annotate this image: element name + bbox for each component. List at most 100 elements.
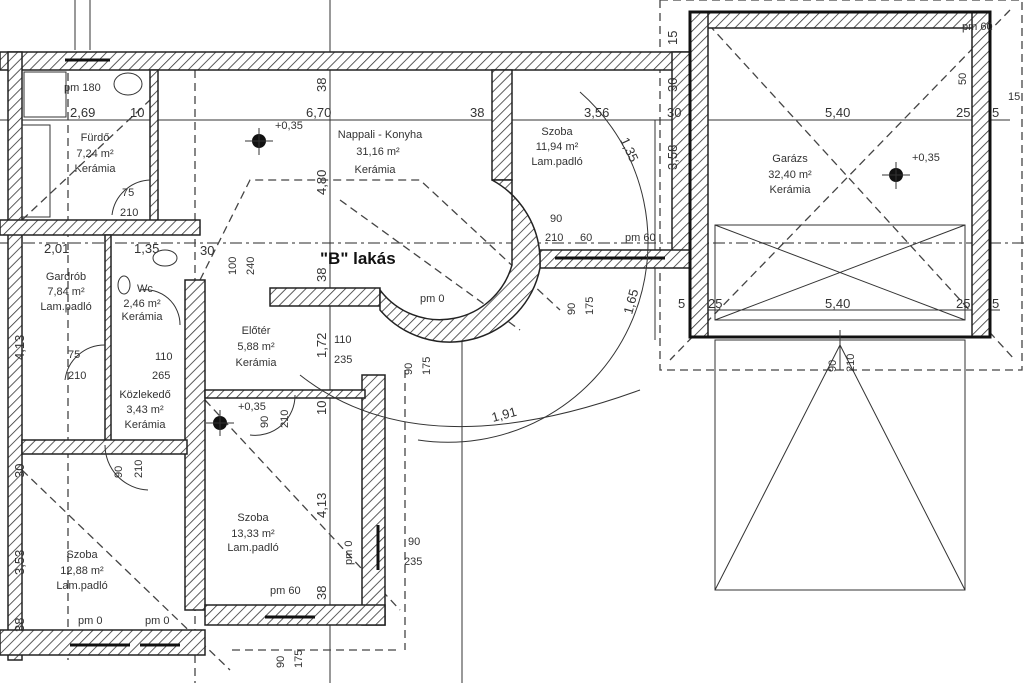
room-name: Wc: [137, 283, 153, 295]
opening-label: 235: [334, 354, 352, 366]
dimension-label: 3,56: [584, 105, 609, 120]
dimension-label: 3,58: [665, 145, 680, 170]
shower-icon: [23, 71, 67, 118]
dimension-label: 25: [956, 105, 970, 120]
sill-label: pm 0: [420, 293, 444, 305]
opening-label: 210: [120, 207, 138, 219]
sill-label: pm 0: [343, 541, 355, 565]
room-label-gardrob: Gardrób 7,84 m² Lam.padló: [40, 271, 91, 313]
room-label-kozlekedo: Közlekedő 3,43 m² Kerámia: [119, 389, 170, 431]
garage-outline: [659, 0, 1023, 371]
sill-label: pm 0: [145, 615, 169, 627]
room-label-szoba-3: Szoba 13,33 m² Lam.padló: [227, 512, 278, 554]
opening-labels: pm 180 75 210 100 240 110 235 75 210 110…: [64, 82, 857, 668]
dimension-label: 5: [992, 105, 999, 120]
dimensions-vertical: 4,80 38 38 3,58 30 4,13 3,53 4,13 1,72 1…: [12, 31, 1020, 632]
room-name: Szoba: [237, 512, 269, 524]
room-floor: Lam.padló: [56, 580, 107, 592]
sink-icon: [152, 249, 178, 267]
opening-label: 235: [404, 556, 422, 568]
room-area: 31,16 m²: [356, 146, 400, 158]
room-label-nappali: Nappali - Konyha 31,16 m² Kerámia: [338, 129, 423, 176]
room-area: 11,94 m²: [536, 141, 579, 153]
dimension-label: 38: [12, 618, 27, 632]
dimension-label: 5: [678, 296, 685, 311]
room-floor: Kerámia: [122, 311, 164, 323]
room-floor: Lam.padló: [531, 156, 582, 168]
dimension-label: 38: [470, 105, 484, 120]
dimension-label: 30: [665, 78, 680, 92]
dimensions-top: 2,69 10 6,70 38 3,56 30 5,40 25 5 2,01 1…: [44, 105, 999, 311]
room-label-wc: Wc 2,46 m² Kerámia: [122, 283, 164, 323]
door-swing: [249, 394, 296, 436]
room-area: 7,84 m²: [47, 286, 85, 298]
opening-label: 240: [245, 257, 257, 275]
level-marker-icon: [882, 162, 910, 189]
dimension-arc: [299, 374, 641, 428]
opening-label: pm 180: [64, 82, 101, 94]
dimension-label: 10: [314, 401, 329, 415]
opening-label: 210: [545, 232, 563, 244]
room-name: Előtér: [242, 325, 271, 337]
dimension-label: 5: [992, 296, 999, 311]
room-label-garazs: Garázs 32,40 m² Kerámia: [768, 153, 812, 196]
level-marker-icon: [206, 410, 234, 436]
room-floor: Kerámia: [75, 163, 117, 175]
room-name: Garázs: [772, 153, 808, 165]
sill-label: pm 60: [270, 585, 301, 597]
dimension-label: 4,13: [314, 493, 329, 518]
dimension-label: 15: [665, 31, 680, 45]
sill-labels: pm 0 pm 60 pm 60 pm 0 pm 60 pm 0 pm 0: [78, 21, 993, 627]
opening-label: 265: [152, 370, 170, 382]
dimension-label: 1,72: [314, 333, 329, 358]
opening-label: 210: [845, 354, 857, 372]
room-area: 12,88 m²: [60, 565, 104, 577]
dimension-label: 3,53: [12, 550, 27, 575]
toilet-icon: [117, 275, 131, 295]
opening-label: 210: [279, 410, 291, 428]
room-floor: Kerámia: [770, 184, 812, 196]
dimension-label: 5,40: [825, 296, 850, 311]
dimension-label: 4,13: [12, 335, 27, 360]
opening-label: 110: [155, 351, 173, 363]
sill-label: pm 0: [78, 615, 102, 627]
room-name: Fürdő: [81, 132, 110, 144]
dimension-label: 2,01: [44, 241, 69, 256]
roof-line: [669, 9, 1011, 361]
arc-dimension-label: 1,35: [617, 135, 641, 164]
windows: [65, 58, 665, 647]
dimension-label: 5,40: [825, 105, 850, 120]
bathtub-icon: [21, 124, 51, 218]
dimension-label: 30: [667, 105, 681, 120]
room-label-eloter: Előtér 5,88 m² Kerámia: [236, 325, 278, 369]
arc-dimension-label: 1,65: [620, 287, 641, 315]
door-swing: [104, 444, 149, 491]
sill-label: pm 60: [962, 21, 993, 33]
room-name: Nappali - Konyha: [338, 129, 423, 141]
opening-label: 175: [293, 650, 305, 668]
sill-label: pm 60: [625, 232, 656, 244]
room-floor: Kerámia: [125, 419, 167, 431]
dimension-label: 38: [314, 78, 329, 92]
dimension-label: 2,69: [70, 105, 95, 120]
opening-label: 175: [584, 297, 596, 315]
level-label: +0,35: [912, 152, 940, 164]
opening-label: 210: [68, 370, 86, 382]
room-area: 7,24 m²: [76, 148, 114, 160]
opening-label: 100: [227, 257, 239, 275]
dimension-label: 15: [1008, 91, 1020, 103]
opening-label: 110: [334, 334, 352, 346]
opening-label: 90: [275, 656, 287, 668]
room-area: 3,43 m²: [126, 404, 164, 416]
room-floor: Kerámia: [236, 357, 278, 369]
room-name: Gardrób: [46, 271, 86, 283]
dimension-label: 30: [12, 464, 27, 478]
dimension-arc: [417, 91, 649, 443]
opening-label: 90: [408, 536, 420, 548]
opening-label: 75: [122, 187, 134, 199]
room-area: 32,40 m²: [768, 169, 812, 181]
level-marker-icon: [245, 128, 273, 155]
apartment-title: "B" lakás: [320, 249, 396, 268]
roof-line: [21, 99, 151, 221]
